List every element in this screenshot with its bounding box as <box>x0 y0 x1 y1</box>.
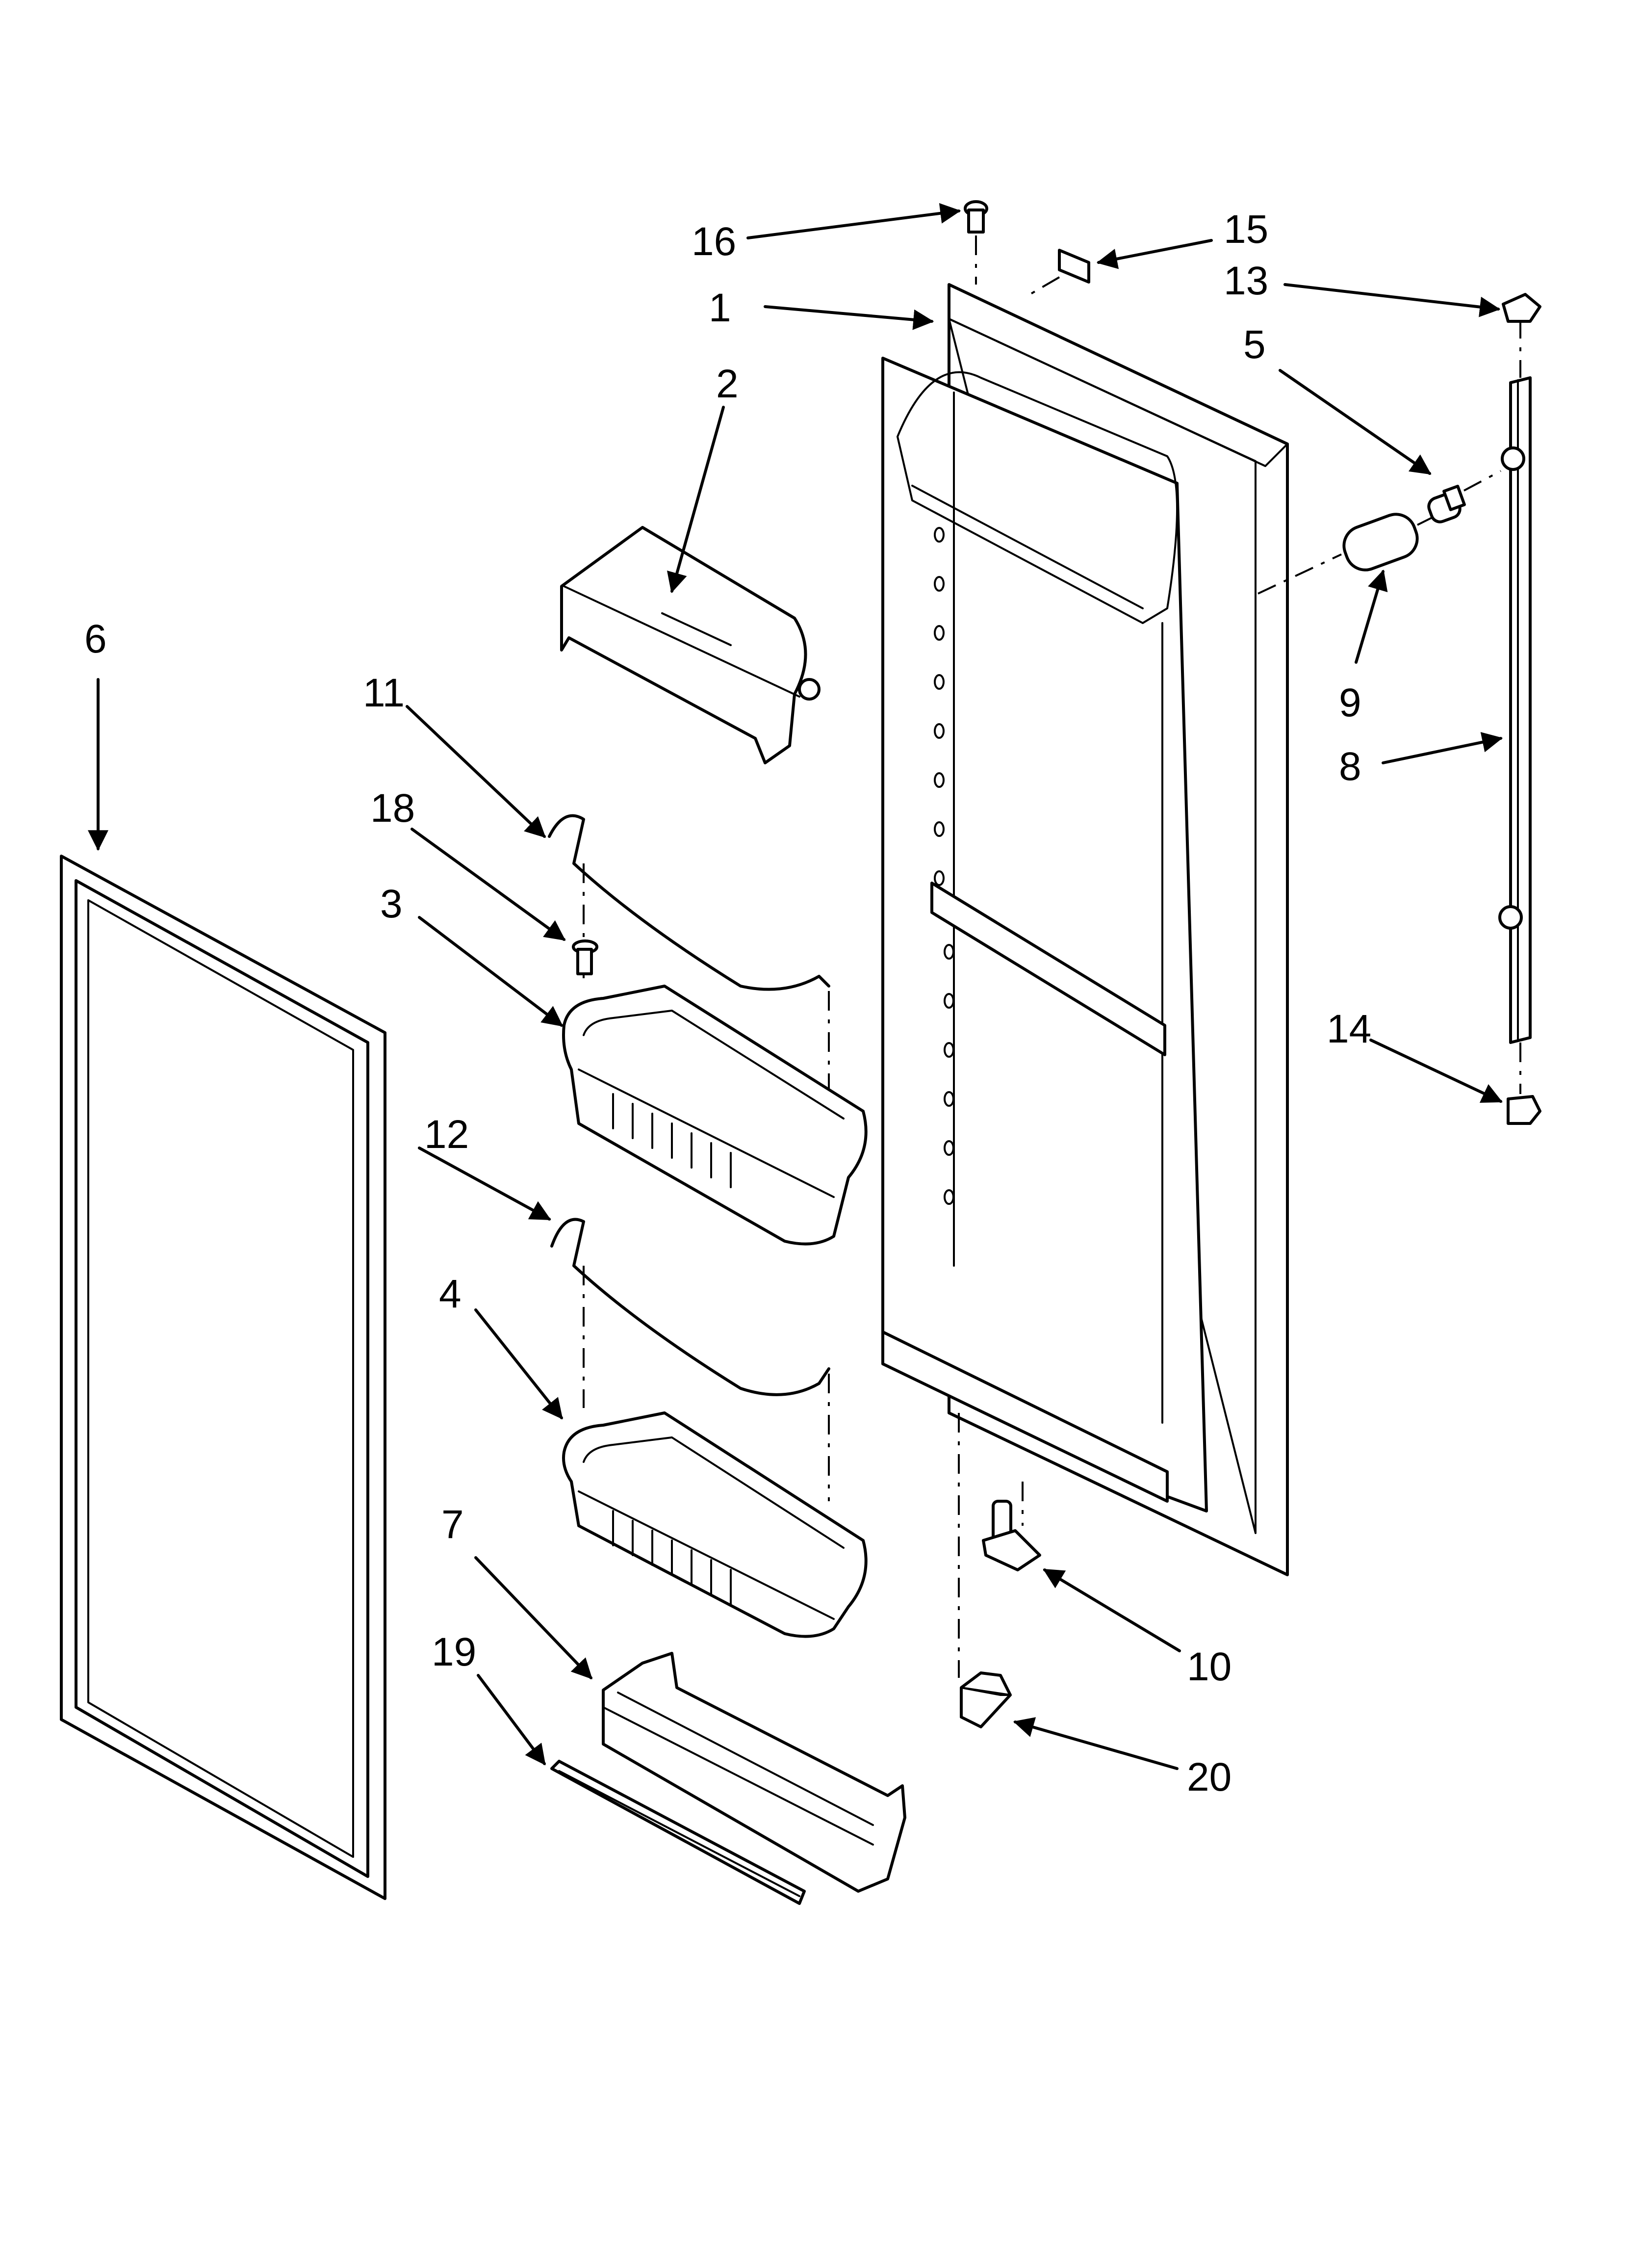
shelf-adjustment-holes <box>934 527 954 1205</box>
door-bin-lower-part <box>562 1411 868 1638</box>
plug-button-part <box>964 200 988 285</box>
callout-labels: 16 1 15 13 5 2 6 11 9 8 18 3 14 12 4 7 1… <box>84 207 1371 1799</box>
bin-upper-ribs <box>612 1093 732 1188</box>
hinge-pin-part <box>982 1482 1041 1571</box>
callout-7: 7 <box>441 1502 464 1547</box>
callout-15: 15 <box>1224 207 1268 252</box>
callout-10: 10 <box>1187 1644 1232 1689</box>
callout-19: 19 <box>432 1630 476 1674</box>
callout-20: 20 <box>1187 1755 1232 1799</box>
callout-2: 2 <box>716 362 739 406</box>
callout-12: 12 <box>424 1112 469 1157</box>
callout-13: 13 <box>1224 259 1268 303</box>
callout-4: 4 <box>439 1272 462 1316</box>
handle-end-cap-part <box>1257 513 1433 595</box>
callout-3: 3 <box>380 882 403 926</box>
dairy-door-part <box>560 526 821 764</box>
callout-16: 16 <box>692 219 736 264</box>
door-liner-part <box>881 283 1289 1576</box>
handle-bottom-cap-part <box>1507 1095 1541 1125</box>
callout-14: 14 <box>1327 1007 1371 1051</box>
leader-arrows <box>88 203 1503 1770</box>
callout-11: 11 <box>363 671 405 715</box>
callout-1: 1 <box>709 286 731 330</box>
callout-5: 5 <box>1243 322 1266 367</box>
callout-6: 6 <box>84 617 107 661</box>
label-tag-part <box>1029 249 1090 295</box>
callout-8: 8 <box>1339 744 1361 789</box>
wire-rail-lower-part <box>550 1218 830 1501</box>
callout-9: 9 <box>1339 680 1361 725</box>
handle-spacer-part <box>1427 470 1501 523</box>
bottom-tray-part <box>602 1652 906 1893</box>
handle-top-cap-part <box>1502 293 1541 323</box>
screw-part <box>572 939 598 975</box>
hinge-plate-part <box>958 1413 1012 1728</box>
trim-strip-part <box>550 1760 806 1905</box>
bin-lower-ribs <box>612 1510 732 1605</box>
door-handle-part <box>1498 319 1532 1094</box>
door-bin-upper-part <box>562 985 868 1246</box>
door-gasket-part <box>60 855 386 1900</box>
callout-18: 18 <box>370 786 415 831</box>
